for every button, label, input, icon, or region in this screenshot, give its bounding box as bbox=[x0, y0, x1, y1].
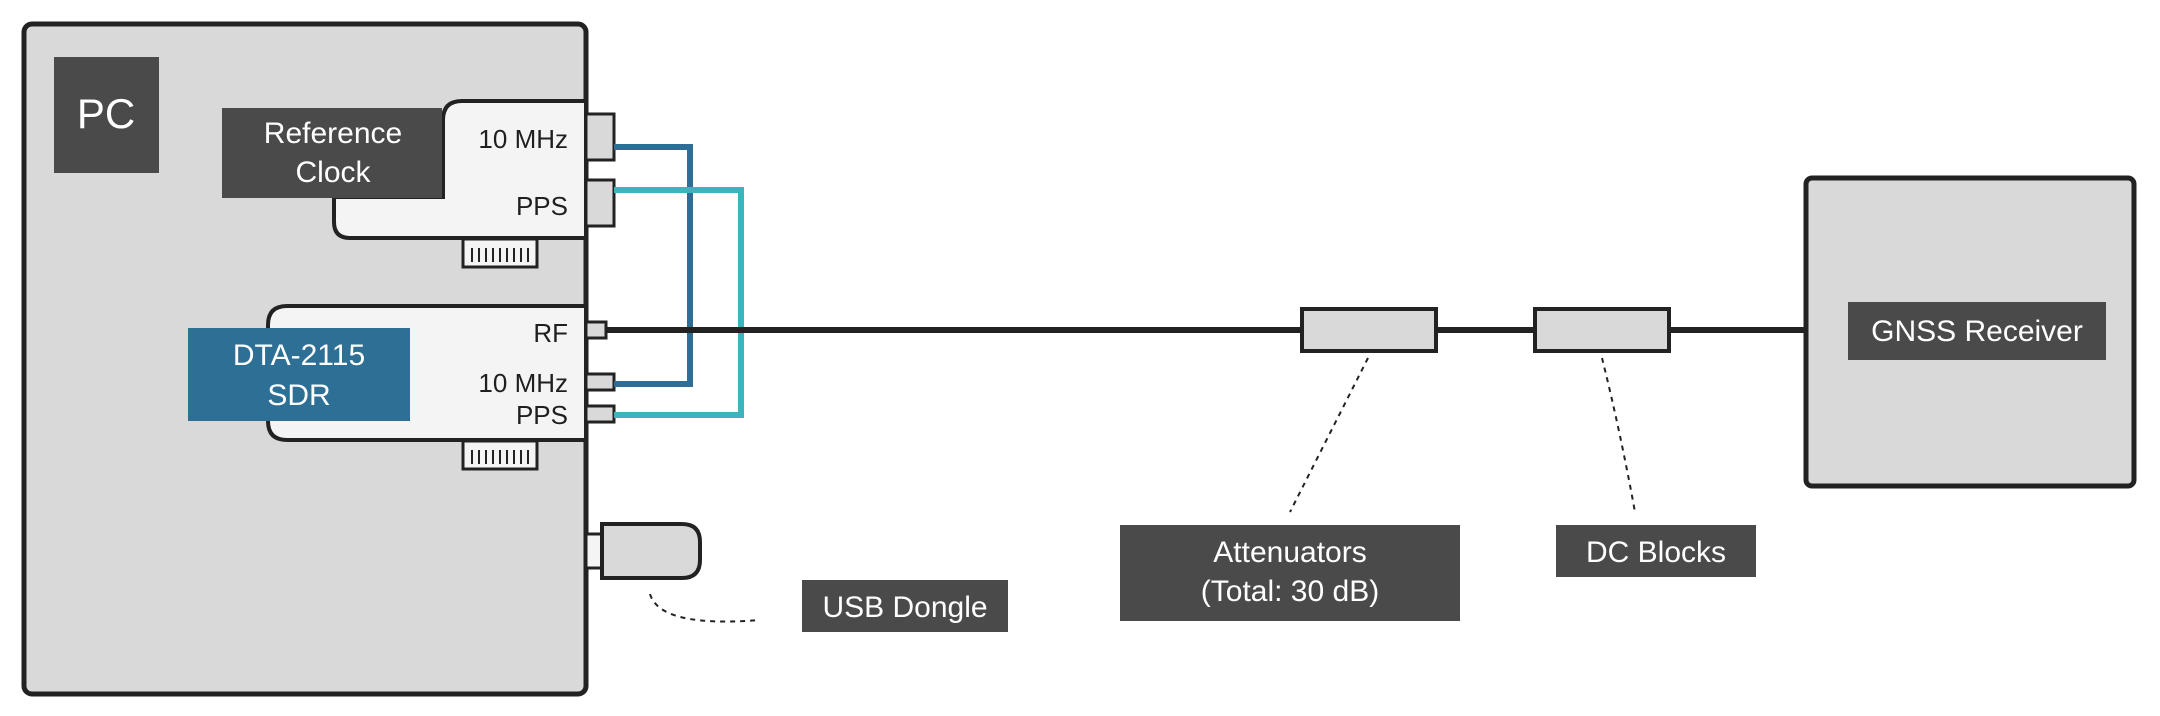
cable-pps bbox=[614, 187, 744, 418]
attenuator-leader bbox=[1289, 357, 1369, 513]
sdr-port-pps-label: PPS bbox=[516, 400, 568, 430]
reference-clock-label-box bbox=[222, 108, 442, 198]
sdr-pps-connector bbox=[584, 404, 616, 424]
attenuator-label-2: (Total: 30 dB) bbox=[1201, 575, 1379, 608]
usb-dongle-label-box bbox=[802, 580, 1008, 632]
pc-label: PC bbox=[77, 90, 135, 137]
usb-dongle-leader bbox=[649, 593, 761, 623]
reference-clock-pps-connector bbox=[584, 178, 616, 228]
reference-clock-label-2: Clock bbox=[295, 156, 371, 189]
gnss-receiver-label: GNSS Receiver bbox=[1871, 315, 2083, 348]
attenuator-label-1: Attenuators bbox=[1213, 536, 1366, 569]
usb-dongle-body bbox=[600, 522, 702, 580]
sdr-port-10mhz-label: 10 MHz bbox=[478, 368, 568, 398]
dc-blocks-label-box bbox=[1556, 525, 1756, 577]
reference-clock-port-pps-label: PPS bbox=[516, 191, 568, 221]
gnss-receiver-label-box bbox=[1848, 302, 2106, 360]
sdr-port-rf-label: RF bbox=[533, 318, 568, 348]
reference-clock-card-outline bbox=[332, 99, 588, 240]
attenuator-label-box bbox=[1120, 525, 1460, 621]
sdr-label-box bbox=[188, 328, 410, 421]
sdr-pcie-pins bbox=[471, 450, 529, 464]
sdr-label-1: DTA-2115 bbox=[233, 339, 365, 372]
sdr-10mhz-connector bbox=[584, 372, 616, 392]
dc-block bbox=[1533, 307, 1671, 353]
cable-10mhz bbox=[614, 144, 693, 387]
sdr-label-2: SDR bbox=[267, 379, 330, 412]
pc-label-box bbox=[54, 57, 159, 173]
reference-clock-label-1: Reference bbox=[264, 117, 402, 150]
reference-clock-pcie-pins bbox=[471, 248, 529, 262]
usb-dongle-plug bbox=[584, 532, 604, 570]
reference-clock-10mhz-connector bbox=[584, 112, 616, 162]
usb-dongle-label: USB Dongle bbox=[822, 591, 987, 624]
attenuator-block bbox=[1300, 307, 1438, 353]
reference-clock-port-10mhz-label: 10 MHz bbox=[478, 124, 568, 154]
dc-blocks-label: DC Blocks bbox=[1586, 536, 1726, 569]
dc-blocks-leader bbox=[1601, 357, 1636, 513]
sdr-rf-connector bbox=[584, 320, 608, 340]
